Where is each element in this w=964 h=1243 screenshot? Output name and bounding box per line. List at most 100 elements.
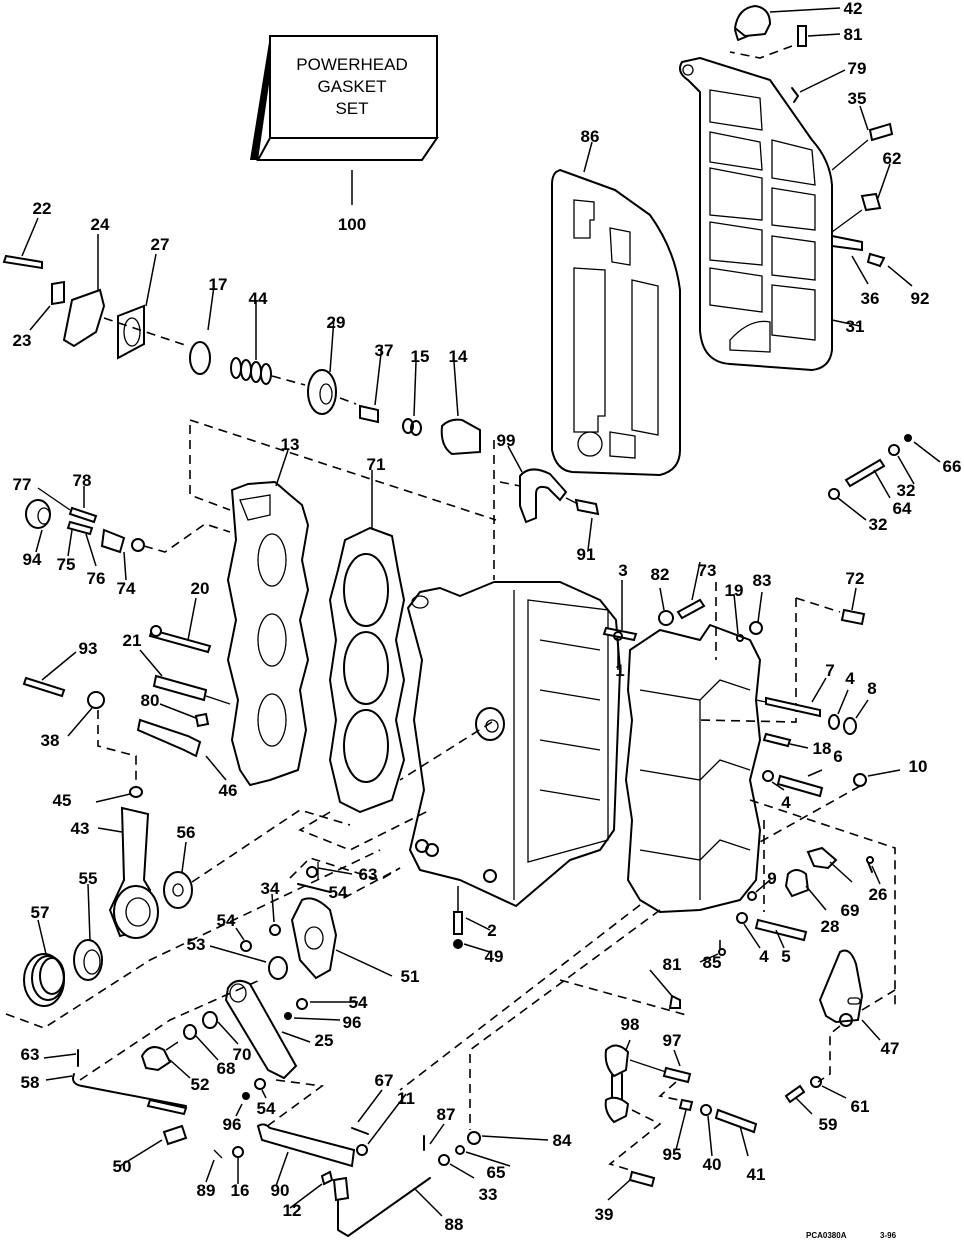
part-label-4-washer-c: 4 [759, 947, 769, 966]
part-label-99-lifting-bracket: 99 [497, 431, 516, 450]
part-label-18-screw: 18 [813, 739, 832, 758]
part-label-42-fitting: 42 [844, 0, 863, 18]
part-label-54-washer-d: 54 [257, 1099, 276, 1118]
link-group-drawing [559, 969, 758, 1201]
part-label-46-sleeve: 46 [219, 781, 238, 800]
part-label-72-screw: 72 [846, 569, 865, 588]
part-label-74-temperature-switch: 74 [117, 579, 136, 598]
part-label-61-washer: 61 [851, 1097, 870, 1116]
part-label-3-dowel-pin: 3 [618, 561, 627, 580]
part-label-47-throttle-cam: 47 [881, 1039, 900, 1058]
part-label-80-plug: 80 [141, 691, 160, 710]
part-label-54-washer-a: 54 [329, 883, 348, 902]
part-label-29-seal: 29 [327, 313, 346, 332]
part-label-26-screw: 26 [869, 885, 888, 904]
part-label-87-clip: 87 [437, 1105, 456, 1124]
part-label-65-washer: 65 [487, 1163, 506, 1182]
part-label-32-washer-b: 32 [869, 515, 888, 534]
part-label-84-nut: 84 [553, 1131, 572, 1150]
part-label-17-o-ring: 17 [209, 275, 228, 294]
throttle-cam-drawing [784, 949, 896, 1115]
part-label-15-spring-small: 15 [411, 347, 430, 366]
part-label-88-rod: 88 [445, 1215, 464, 1234]
part-label-20-head-bolt: 20 [191, 579, 210, 598]
part-label-97-screw: 97 [663, 1031, 682, 1050]
part-label-14-thermostat: 14 [449, 347, 468, 366]
part-label-41-screw: 41 [747, 1165, 766, 1184]
part-label-4-washer-a: 4 [845, 669, 855, 688]
part-label-96-nut-b: 96 [223, 1115, 242, 1134]
part-label-52-screw: 52 [191, 1075, 210, 1094]
part-label-93-spring-coil: 93 [79, 639, 98, 658]
gasket-set-ref-label: 100 [338, 215, 366, 234]
part-label-45-nut: 45 [53, 791, 72, 810]
part-label-94-cap: 94 [23, 550, 42, 569]
part-label-13-cylinder-head: 13 [281, 435, 300, 454]
part-label-12-screw: 12 [283, 1201, 302, 1220]
part-label-55-bushing: 55 [79, 869, 98, 888]
part-label-76-spring: 76 [87, 569, 106, 588]
part-label-19-washer: 19 [725, 581, 744, 600]
sensor-group-drawing [25, 486, 231, 581]
part-label-98-link: 98 [621, 1015, 640, 1034]
exhaust-gasket-drawing [551, 141, 681, 476]
cam-group-drawing [209, 857, 401, 1080]
part-label-34-nut: 34 [261, 879, 280, 898]
part-label-1-pin: 1 [615, 661, 624, 680]
part-label-91-screw: 91 [577, 545, 596, 564]
part-label-86-exhaust-cover-gasket: 86 [581, 127, 600, 146]
part-label-23-bracket: 23 [13, 331, 32, 350]
part-label-53-bushing: 53 [187, 935, 206, 954]
part-label-49-nut: 49 [485, 947, 504, 966]
part-label-54-washer-c: 54 [349, 993, 368, 1012]
part-label-82-plug: 82 [651, 565, 670, 584]
linkage-drawing [43, 979, 549, 1237]
part-label-44-spring: 44 [249, 289, 268, 308]
part-label-96-nut-a: 96 [343, 1013, 362, 1032]
part-label-67-pin: 67 [375, 1071, 394, 1090]
part-label-24-thermostat-cover: 24 [91, 215, 110, 234]
part-label-51-cam: 51 [401, 967, 420, 986]
figure-code: PCA0380A [806, 1231, 847, 1240]
part-label-73-screw: 73 [698, 561, 717, 580]
gasket-set-box: POWERHEAD GASKET SET [250, 35, 439, 205]
throttle-arm-drawing [5, 786, 381, 1029]
part-label-39-screw: 39 [595, 1205, 614, 1224]
cylinder-head-drawing [189, 419, 497, 786]
part-label-92-screw-small: 92 [911, 289, 930, 308]
part-label-71-head-gasket: 71 [367, 455, 386, 474]
lifting-bracket-drawing [499, 445, 600, 551]
part-label-33-washer: 33 [479, 1185, 498, 1204]
part-label-70-bushing: 70 [233, 1045, 252, 1064]
part-label-59-screw: 59 [819, 1115, 838, 1134]
part-label-31-exhaust-cover: 31 [846, 317, 865, 336]
part-label-58-link-rod: 58 [21, 1073, 40, 1092]
part-label-32-washer-a: 32 [897, 481, 916, 500]
part-label-7-stud: 7 [825, 661, 834, 680]
part-label-75-pin-small: 75 [57, 555, 76, 574]
part-label-16-washer: 16 [231, 1181, 250, 1200]
part-label-11-washer: 11 [397, 1089, 415, 1108]
figure-date: 3-96 [880, 1231, 897, 1240]
part-label-78-pin: 78 [73, 471, 92, 490]
part-label-38-bushing: 38 [41, 731, 60, 750]
gasket-box-line-1: POWERHEAD [296, 55, 407, 74]
part-label-54-washer-b: 54 [217, 911, 236, 930]
part-label-56-washer-large: 56 [177, 823, 196, 842]
part-label-22-screw-long: 22 [33, 199, 52, 218]
part-label-8-nut: 8 [867, 679, 876, 698]
part-label-27-cover-gasket: 27 [151, 235, 170, 254]
part-label-43-throttle-arm: 43 [71, 819, 90, 838]
part-label-81-clip-upper: 81 [844, 25, 863, 44]
left-fasteners-drawing [22, 597, 231, 790]
part-label-6-screw: 6 [833, 747, 842, 766]
right-stud-group-drawing [828, 434, 941, 521]
gasket-box-line-3: SET [335, 99, 368, 118]
gasket-box-line-2: GASKET [318, 77, 387, 96]
part-label-5-screw: 5 [781, 947, 790, 966]
part-label-63-cotter-pin-a: 63 [359, 865, 378, 884]
part-label-10-fitting: 10 [909, 757, 928, 776]
part-label-40-washer: 40 [703, 1155, 722, 1174]
